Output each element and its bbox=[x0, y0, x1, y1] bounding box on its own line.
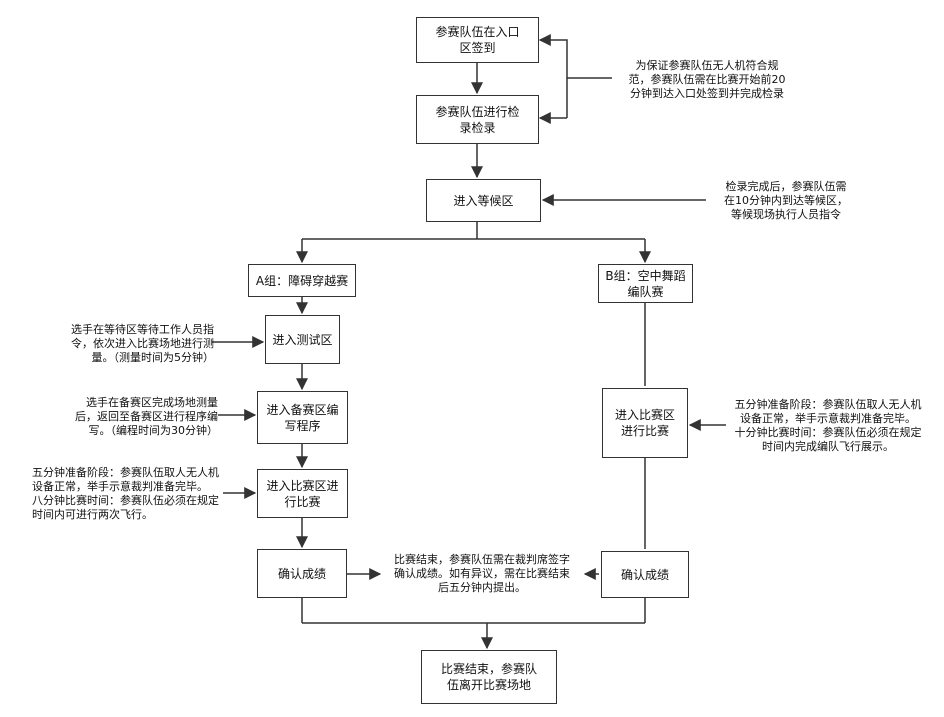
node-prep-area: 进入备赛区编 写程序 bbox=[257, 391, 348, 444]
note-prep-rule: 选手在备赛区完成场地测量 后，返回至备赛区进行程序编 写。（编程时间为30分钟） bbox=[75, 396, 218, 437]
node-a-confirm: 确认成绩 bbox=[257, 549, 347, 598]
node-waiting-area-label: 进入等候区 bbox=[453, 193, 514, 208]
node-waiting-area: 进入等候区 bbox=[426, 179, 541, 222]
node-end-label: 比赛结束，参赛队 伍离开比赛场地 bbox=[440, 662, 537, 692]
node-end: 比赛结束，参赛队 伍离开比赛场地 bbox=[421, 650, 557, 704]
node-group-a-label: A组：障碍穿越赛 bbox=[255, 273, 349, 288]
node-inspection: 参赛队伍进行检 录检录 bbox=[416, 95, 539, 144]
node-group-b-label: B组：空中舞蹈 编队赛 bbox=[605, 268, 686, 299]
node-prep-area-label: 进入备赛区编 写程序 bbox=[266, 402, 339, 433]
node-group-b: B组：空中舞蹈 编队赛 bbox=[598, 264, 693, 303]
node-checkin: 参赛队伍在入口 区签到 bbox=[416, 17, 539, 63]
node-a-compete: 进入比赛区进 行比赛 bbox=[257, 469, 348, 518]
node-test-area: 进入测试区 bbox=[265, 315, 340, 364]
node-a-confirm-label: 确认成绩 bbox=[277, 566, 326, 581]
note-waiting-rule: 检录完成后，参赛队伍需 在10分钟内到达等候区， 等候现场执行人员指令 bbox=[724, 180, 848, 221]
node-checkin-label: 参赛队伍在入口 区签到 bbox=[435, 25, 520, 55]
checkin-rule-bracket bbox=[538, 34, 612, 79]
node-b-confirm: 确认成绩 bbox=[601, 551, 689, 598]
note-a-compete-rule: 五分钟准备阶段：参赛队伍取人无人机 设备正常，举手示意裁判准备完毕。 八分钟比赛… bbox=[32, 466, 219, 521]
node-test-area-label: 进入测试区 bbox=[272, 332, 333, 347]
node-group-a: A组：障碍穿越赛 bbox=[248, 264, 356, 297]
node-inspection-label: 参赛队伍进行检 录检录 bbox=[435, 104, 520, 135]
node-b-confirm-label: 确认成绩 bbox=[620, 567, 669, 582]
note-checkin-rule: 为保证参赛队伍无人机符合规 范，参赛队伍需在比赛开始前20 分钟到达入口处签到并… bbox=[628, 59, 786, 100]
note-b-compete-rule: 五分钟准备阶段：参赛队伍取人无人机 设备正常，举手示意裁判准备完毕。 十分钟比赛… bbox=[734, 398, 922, 453]
node-b-compete-label: 进入比赛区 进行比赛 bbox=[614, 408, 675, 438]
note-confirm-rule: 比赛结束，参赛队伍需在裁判席签字 确认成绩。如有异议，需在比赛结束 后五分钟内提… bbox=[394, 553, 570, 594]
node-b-compete: 进入比赛区 进行比赛 bbox=[602, 388, 688, 458]
node-a-compete-label: 进入比赛区进 行比赛 bbox=[266, 478, 339, 509]
note-test-rule: 选手在等待区等待工作人员指 令，依次进入比赛场地进行测 量。（测量时间为5分钟） bbox=[71, 323, 214, 364]
